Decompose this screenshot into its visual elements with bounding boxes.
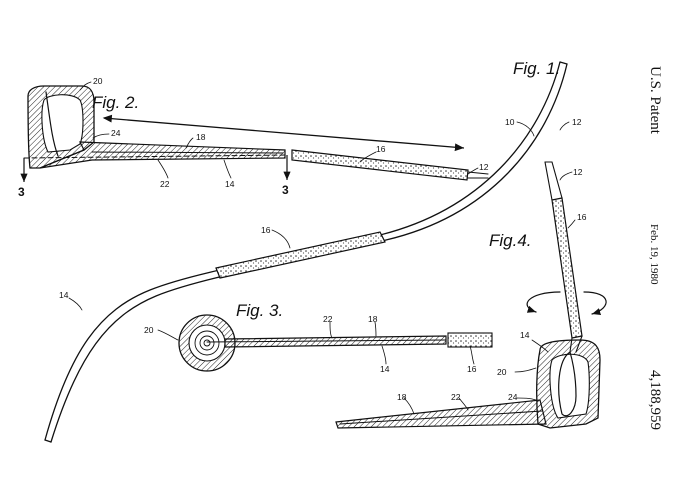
fig4-pipe-rotation — [335, 161, 607, 429]
ref-22-fig2: 22 — [160, 179, 170, 189]
fig2-pipe-section — [20, 85, 489, 182]
fig1-caption: Fig. 1. — [513, 59, 560, 78]
ref-12-fig4: 12 — [573, 167, 583, 177]
ref-14-fig4: 14 — [520, 330, 530, 340]
ref-18-fig2: 18 — [196, 132, 206, 142]
ref-12-fig2: 12 — [479, 162, 489, 172]
fig4-caption: Fig.4. — [489, 231, 532, 250]
leader-lines — [68, 81, 576, 415]
ref-16-fig4: 16 — [577, 212, 587, 222]
section-mark-left: 3 — [18, 185, 25, 199]
fig2-caption: Fig. 2. — [92, 93, 139, 112]
ref-14-fig1: 14 — [59, 290, 69, 300]
ref-22-fig3: 22 — [323, 314, 333, 324]
ref-12-fig1: 12 — [572, 117, 582, 127]
ref-16-fig2: 16 — [376, 144, 386, 154]
fig3-cross-section — [178, 314, 493, 372]
section-mark-right: 3 — [282, 183, 289, 197]
ref-14-fig2: 14 — [225, 179, 235, 189]
patent-office-label: U.S. Patent — [647, 66, 663, 135]
ref-20-fig4: 20 — [497, 367, 507, 377]
patent-number: 4,188,959 — [647, 370, 663, 430]
ref-24-fig4: 24 — [508, 392, 518, 402]
ref-22-fig4: 22 — [451, 392, 461, 402]
fig1-cleaner — [44, 61, 568, 443]
ref-16-fig1: 16 — [261, 225, 271, 235]
ref-14-fig3: 14 — [380, 364, 390, 374]
ref-18-fig4: 18 — [397, 392, 407, 402]
fig3-caption: Fig. 3. — [236, 301, 283, 320]
ref-24-fig2: 24 — [111, 128, 121, 138]
ref-16-fig3: 16 — [467, 364, 477, 374]
ref-20-fig3: 20 — [144, 325, 154, 335]
ref-20-fig2: 20 — [93, 76, 103, 86]
ref-10: 10 — [505, 117, 515, 127]
ref-18-fig3: 18 — [368, 314, 378, 324]
patent-date: Feb. 19, 1980 — [648, 224, 660, 285]
